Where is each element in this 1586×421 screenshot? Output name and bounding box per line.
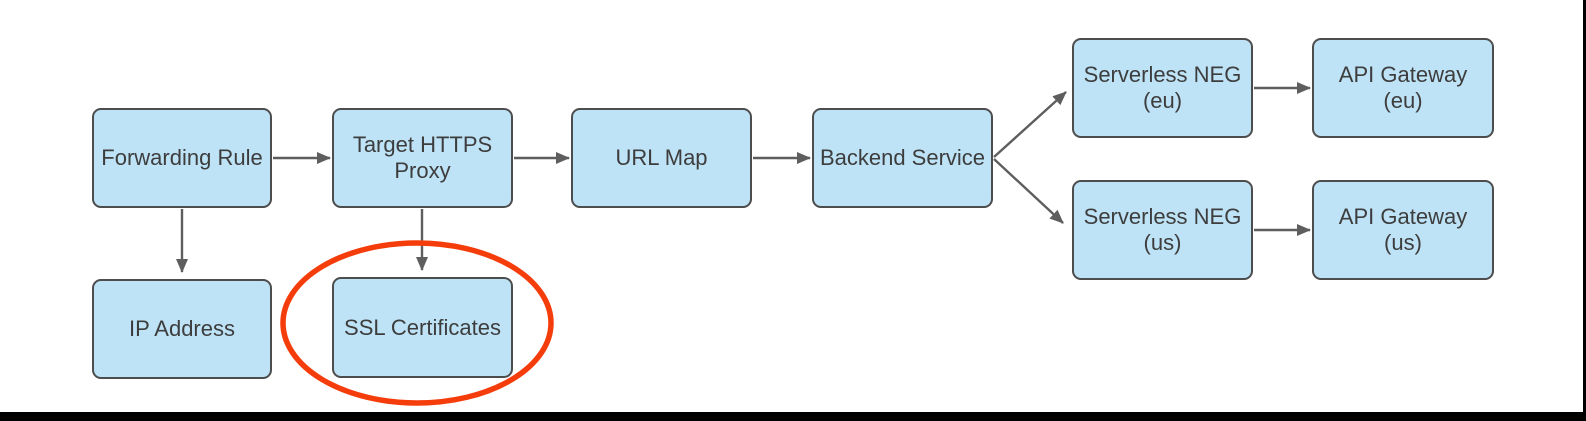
node-backend-service[interactable]: Backend Service	[812, 108, 993, 208]
node-api-gateway-eu-label: API Gateway (eu)	[1338, 62, 1468, 113]
node-forwarding-rule-label: Forwarding Rule	[101, 145, 263, 171]
window-edge-bottom	[0, 412, 1586, 421]
node-api-gateway-eu[interactable]: API Gateway (eu)	[1312, 38, 1494, 138]
arrow-backend-service-to-serverless-neg-us	[993, 158, 1064, 224]
node-ssl-certificates-label: SSL Certificates	[344, 314, 501, 340]
node-serverless-neg-us[interactable]: Serverless NEG (us)	[1072, 180, 1253, 280]
arrows-group	[176, 82, 1311, 273]
node-target-https-proxy-label: Target HTTPS Proxy	[352, 132, 493, 183]
node-url-map[interactable]: URL Map	[571, 108, 752, 208]
arrow-backend-service-to-serverless-neg-eu	[993, 91, 1067, 158]
node-forwarding-rule[interactable]: Forwarding Rule	[92, 108, 272, 208]
node-target-https-proxy[interactable]: Target HTTPS Proxy	[332, 108, 513, 208]
node-ssl-certificates[interactable]: SSL Certificates	[332, 277, 513, 378]
node-serverless-neg-eu[interactable]: Serverless NEG (eu)	[1072, 38, 1253, 138]
node-ip-address[interactable]: IP Address	[92, 279, 272, 379]
node-serverless-neg-eu-label: Serverless NEG (eu)	[1083, 62, 1242, 113]
highlight-ellipse	[280, 240, 554, 406]
node-serverless-neg-us-label: Serverless NEG (us)	[1083, 204, 1242, 255]
node-api-gateway-us[interactable]: API Gateway (us)	[1312, 180, 1494, 280]
node-api-gateway-us-label: API Gateway (us)	[1338, 204, 1468, 255]
node-url-map-label: URL Map	[615, 145, 708, 171]
window-edge-right	[1583, 0, 1586, 421]
node-backend-service-label: Backend Service	[819, 145, 986, 171]
node-ip-address-label: IP Address	[129, 316, 235, 342]
